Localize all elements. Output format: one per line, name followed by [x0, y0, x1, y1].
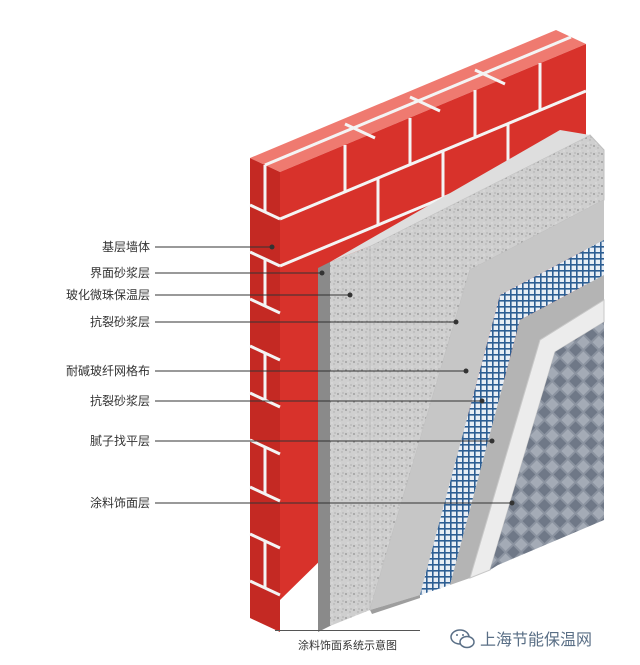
brick-joints: [249, 165, 281, 597]
insulation-top: [330, 130, 590, 262]
anti-crack-mortar-2-layer: [450, 275, 604, 585]
brick-face-joints: [279, 63, 587, 268]
label-interface-mortar: 界面砂浆层: [89, 266, 150, 280]
leader-dot-interface-mortar: [319, 270, 325, 276]
leader-dot-putty-leveling: [489, 438, 495, 444]
coating-finish-layer: [490, 322, 604, 570]
leader-dot-base-wall: [269, 244, 275, 250]
diagram-caption: 涂料饰面系统示意图: [275, 630, 420, 653]
anti-crack-mortar-1-edge: [370, 595, 420, 614]
brick-top-joints: [264, 35, 572, 167]
leader-dot-alkali-resistant-mesh: [463, 368, 469, 374]
leader-dot-glazed-bead-insulation: [347, 292, 353, 298]
leader-dot-anti-crack-mortar-1: [453, 319, 459, 325]
label-anti-crack-mortar-1: 抗裂砂浆层: [89, 315, 150, 329]
leader-dot-coating-finish: [509, 500, 515, 506]
wechat-icon: [450, 629, 475, 649]
mesh-layer: [420, 240, 604, 595]
label-coating-finish: 涂料饰面层: [89, 496, 150, 510]
watermark-text: 上海节能保温网: [480, 630, 593, 649]
interface-mortar-layer: [318, 262, 330, 632]
leader-dot-anti-crack-mortar-2: [479, 398, 485, 404]
label-putty-leveling: 腻子找平层: [89, 434, 150, 448]
insulation-side: [330, 246, 370, 626]
anti-crack-mortar-1-layer: [370, 200, 604, 610]
label-glazed-bead-insulation: 玻化微珠保温层: [65, 288, 150, 302]
label-anti-crack-mortar-2: 抗裂砂浆层: [89, 394, 150, 408]
label-base-wall: 基层墙体: [101, 240, 150, 254]
label-alkali-resistant-mesh: 耐碱玻纤网格布: [65, 364, 150, 378]
